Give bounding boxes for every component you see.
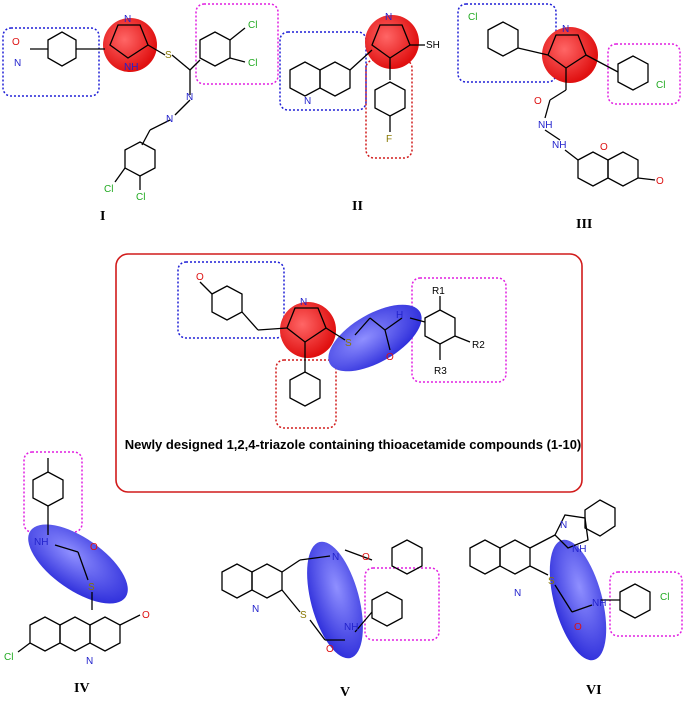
atom-n: N [562,24,569,35]
atom-n: N [560,520,567,531]
atom-n: N [300,297,307,308]
atom-n: N [124,14,131,25]
atom-s: S [165,50,172,61]
atom-nh: NH [344,622,358,633]
label-compound-V: V [340,685,350,700]
atom-cl: Cl [104,184,113,195]
pharmacophore-box-magenta [609,571,683,637]
compound-III [457,3,681,187]
label-compound-I: I [100,209,105,224]
pharmacophore-box-magenta [411,277,507,383]
atom-cl: Cl [656,80,665,91]
label-compound-IV: IV [74,681,90,696]
atom-o: O [12,37,20,48]
atom-n: N [304,96,311,107]
compound-II [279,15,425,159]
atom-o: O [534,96,542,107]
triazole-highlight [280,302,336,358]
designed-compound [115,253,583,493]
atom-s: S [345,338,352,349]
triazole-highlight [103,18,157,72]
atom-nh: NH [538,120,552,131]
label-compound-III: III [576,217,592,232]
substituent-r3: R3 [434,366,447,377]
atom-n: N [14,58,21,69]
atom-n: N [514,588,521,599]
atom-o: O [600,142,608,153]
thioacetamide-highlight [549,539,607,661]
pharmacophore-box-red [365,59,413,159]
thioacetamide-highlight [28,524,128,604]
compound-VI [469,499,683,661]
pharmacophore-box-magenta [607,43,681,105]
pharmacophore-box-blue [177,261,285,339]
atom-cl: Cl [248,58,257,69]
substituent-r1: R1 [432,286,445,297]
atom-cl: Cl [4,652,13,663]
atom-o: O [574,622,582,633]
atom-o: O [386,352,394,363]
label-compound-II: II [352,199,363,214]
pharmacophore-box-magenta [23,451,83,533]
atom-o: O [90,542,98,553]
atom-cl: Cl [248,20,257,31]
substituent-r2: R2 [472,340,485,351]
atom-s: S [300,610,307,621]
design-frame [115,253,583,493]
compound-labels: I II III IV V VI [74,199,602,700]
triazole-highlight [542,27,598,83]
pharmacophore-box-blue [2,27,100,97]
atom-ome: O [142,610,150,621]
atom-cl: Cl [136,192,145,203]
atom-f: F [386,134,392,145]
atom-labels: O N N NH S Cl Cl N N Cl Cl N SH F N Cl N… [4,12,669,667]
atom-ome: O [656,176,664,187]
atom-nh: NH [552,140,566,151]
atom-nh: NH [124,62,138,73]
thioacetamide-highlight [307,541,363,659]
atom-o: O [196,272,204,283]
pharmacophore-box-red [275,359,337,429]
atom-n: N [186,92,193,103]
pharmacophore-box-blue [279,31,367,111]
compound-IV [17,451,141,653]
compound-I [2,3,279,190]
atom-s: S [88,582,95,593]
thioacetamide-highlight [328,304,422,372]
pharmacophore-box-magenta [364,567,440,641]
atom-cl: Cl [468,12,477,23]
atom-s: S [548,576,555,587]
pharmacophore-box-magenta [195,3,279,85]
compound-V [221,539,440,659]
designed-compounds-caption: Newly designed 1,2,4-triazole containing… [124,437,582,452]
atom-nh: NH [592,598,606,609]
atom-n: N [252,604,259,615]
atom-n: N [86,656,93,667]
atom-o: O [362,552,370,563]
atom-o: O [326,644,334,655]
atom-nh: NH [34,537,48,548]
atom-n: N [332,552,339,563]
atom-n: N [166,114,173,125]
atom-cl: Cl [660,592,669,603]
atom-nh: NH [572,544,586,555]
label-compound-VI: VI [586,683,602,698]
atom-n: N [385,12,392,23]
atom-h: H [396,310,403,321]
atom-sh: SH [426,40,440,51]
